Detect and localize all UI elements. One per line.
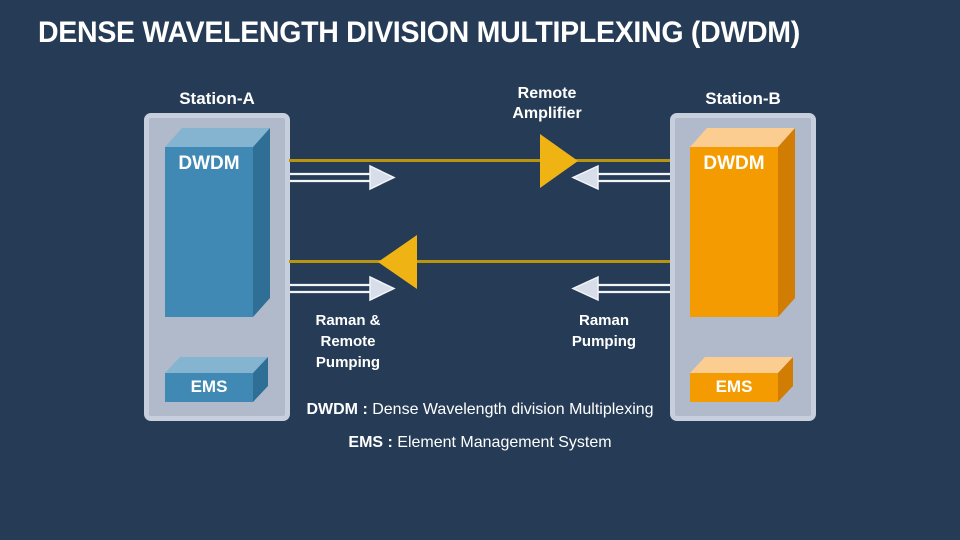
raman-remote-pumping-line1: Raman & [315,312,381,329]
station-a-dwdm-box-side [253,128,270,317]
station-a-ems-box-top [165,357,268,373]
station-b-dwdm-label: DWDM [703,153,765,174]
signal-arrow-bottom-right-icon [571,275,670,302]
signal-arrow-top-right-icon [571,164,670,191]
station-a-ems-label: EMS [190,377,228,396]
legend-ems-separator: : [383,434,398,451]
legend-dwdm-separator: : [358,401,373,418]
station-b-ems-box-front [690,373,778,402]
legend-dwdm: DWDM : Dense Wavelength division Multipl… [0,401,960,419]
raman-pumping-label: Raman Pumping [544,310,664,352]
legend-ems-term: EMS [348,434,384,451]
remote-amplifier-line2: Amplifier [512,105,582,122]
station-a-dwdm-box-front [165,147,253,317]
station-b-label: Station-B [705,89,781,108]
station-a-ems-box-front [165,373,253,402]
signal-arrow-top-left-icon [290,164,396,191]
station-a-label: Station-A [179,89,255,108]
station-a-dwdm-label: DWDM [178,153,240,174]
legend-dwdm-term: DWDM [306,401,358,418]
station-b-ems-label: EMS [715,377,753,396]
slide-title: DENSE WAVELENGTH DIVISION MULTIPLEXING (… [38,16,800,49]
raman-pumping-line2: Pumping [571,333,637,350]
legend-dwdm-definition: Dense Wavelength division Multiplexing [372,401,654,418]
remote-amplifier-label: Remote Amplifier [487,84,607,124]
amplifier-triangle-left-icon [378,235,417,289]
signal-arrow-bottom-left-icon [290,275,396,302]
station-a-ems-box-side [253,357,268,402]
legend-ems-definition: Element Management System [397,434,612,451]
station-a-dwdm-box-top [165,128,270,147]
station-b-dwdm-box-front [690,147,778,317]
raman-remote-pumping-label: Raman & Remote Pumping [288,310,408,373]
station-b-ems-box-top [690,357,793,373]
amplifier-triangle-right-icon [540,134,578,188]
remote-amplifier-line1: Remote [517,85,577,102]
station-b-dwdm-box-side [778,128,795,317]
raman-remote-pumping-line3: Pumping [315,354,381,371]
raman-pumping-line1: Raman [578,312,630,329]
station-b-dwdm-box-top [690,128,795,147]
raman-remote-pumping-line2: Remote [320,333,376,350]
legend-ems: EMS : Element Management System [0,434,960,452]
station-b-ems-box-side [778,357,793,402]
